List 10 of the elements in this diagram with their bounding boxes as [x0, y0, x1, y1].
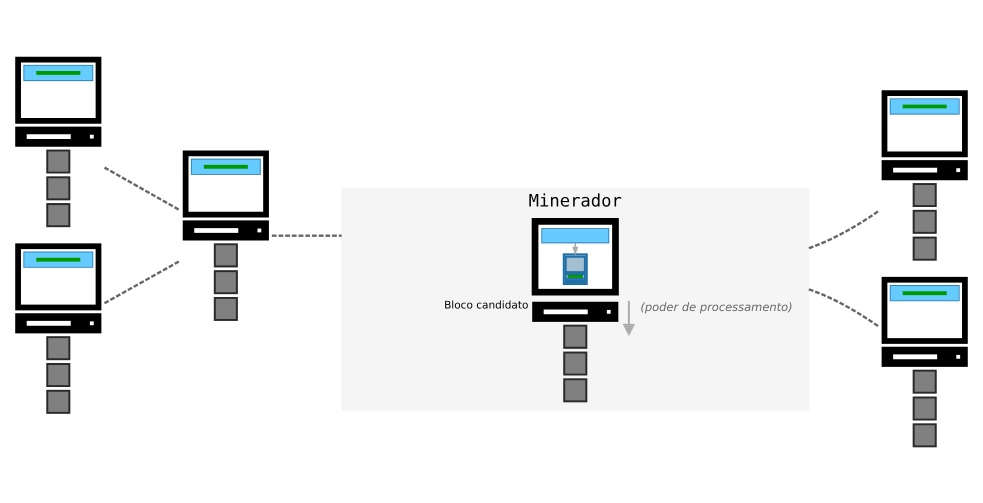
node-label: (poder de processamento): [640, 299, 793, 314]
connector: [104, 166, 180, 211]
arrow: [572, 242, 578, 255]
connector: [808, 210, 880, 249]
cluster: [532, 218, 619, 296]
node-bar: [541, 228, 610, 243]
node-label: Bloco candidato: [444, 298, 528, 311]
connector: [808, 288, 880, 327]
connector: [272, 234, 342, 236]
connector: [104, 260, 180, 304]
